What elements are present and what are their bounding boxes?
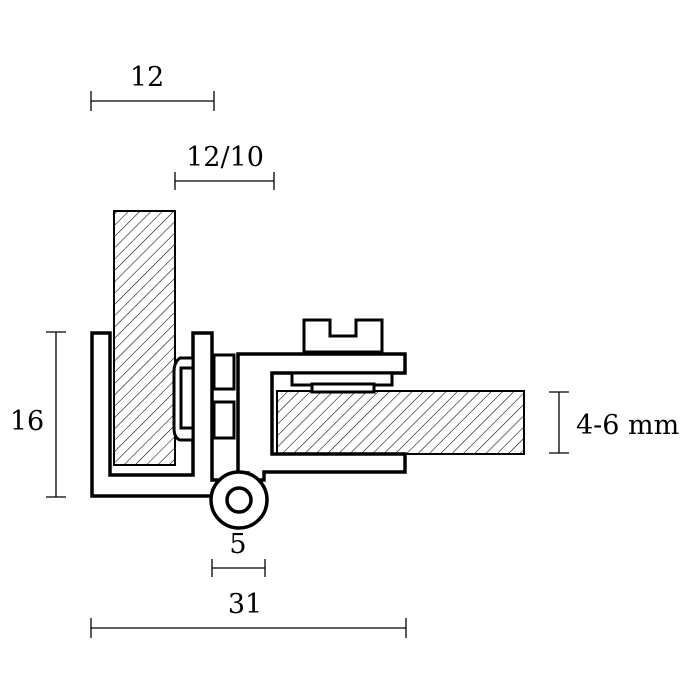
left-gasket-insert [179, 366, 195, 430]
screw-head [302, 318, 384, 354]
dimension-hinge-offset-label: 5 [229, 529, 246, 560]
dimension-hinge-offset: 5 [211, 529, 266, 577]
dimension-height-left: 16 [10, 331, 66, 498]
dimension-width-total: 31 [90, 589, 407, 638]
dimension-depth-upper-label: 12/10 [186, 142, 264, 173]
glass-panel [276, 390, 525, 455]
dimension-glass-thickness: 4-6 mm [549, 391, 679, 454]
vertical-panel [113, 210, 176, 466]
dimension-depth-upper: 12/10 [174, 142, 275, 190]
hinge-pin [225, 486, 253, 514]
lower-fastener-block [212, 400, 236, 440]
left-bracket-profile [90, 331, 227, 498]
upper-fastener-block [212, 353, 236, 391]
dimension-width-total-label: 31 [228, 589, 262, 620]
dimension-glass-thickness-label: 4-6 mm [576, 410, 679, 441]
dimension-width-top: 12 [90, 62, 215, 111]
dimension-height-left-label: 16 [10, 406, 44, 437]
dimension-width-top-label: 12 [130, 62, 164, 93]
screw-washer [310, 382, 376, 394]
